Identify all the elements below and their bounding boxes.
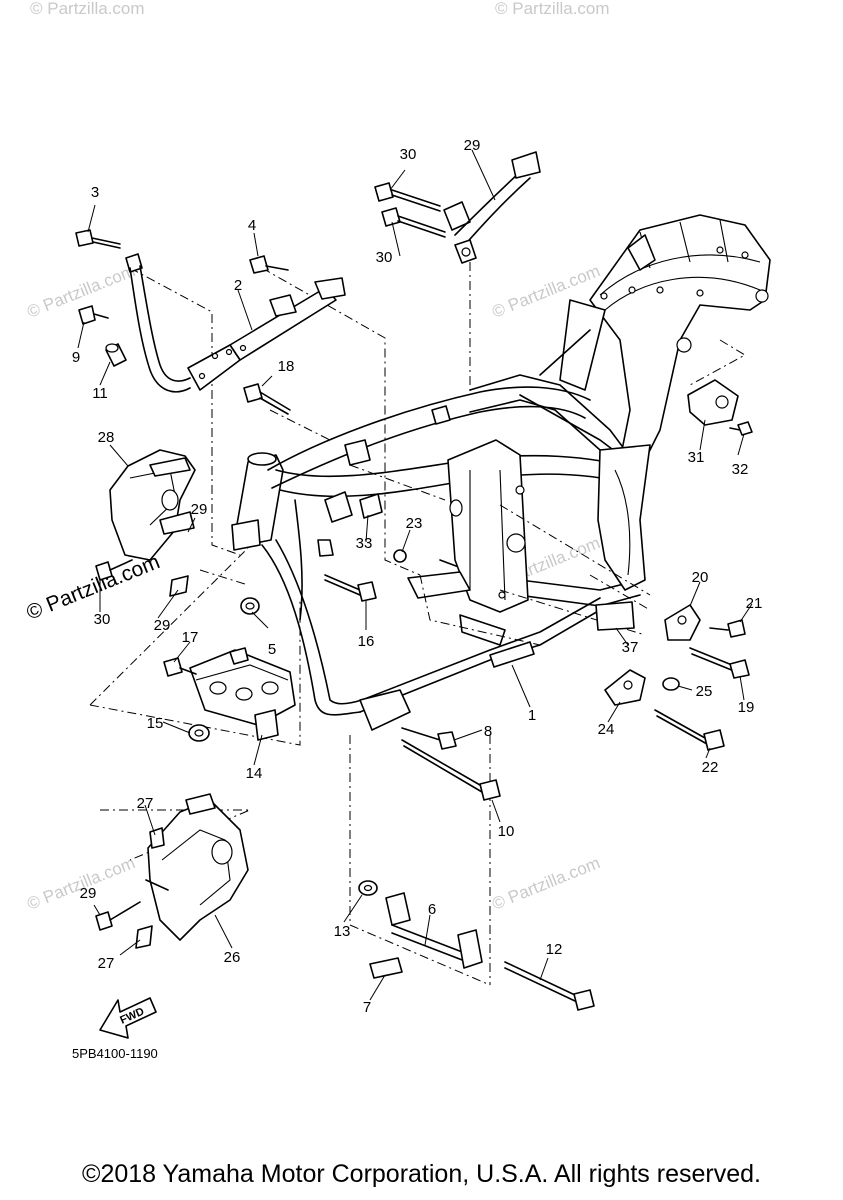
- watermark: © Partzilla.com: [24, 853, 137, 914]
- watermark: © Partzilla.com: [30, 0, 145, 18]
- lower-bolts: [401, 727, 501, 801]
- callout-14: 14: [246, 765, 263, 782]
- callout-28: 28: [98, 429, 115, 446]
- callout-27-lower: 27: [98, 955, 115, 972]
- callout-16: 16: [358, 633, 375, 650]
- lower-bracket-assembly: [358, 880, 595, 1011]
- callout-15: 15: [147, 715, 164, 732]
- callout-18: 18: [278, 358, 295, 375]
- upper-bracket-assembly: [374, 151, 541, 264]
- small-fasteners-center: [240, 493, 407, 615]
- callout-5: 5: [268, 641, 276, 658]
- callout-35: 32: [732, 461, 749, 478]
- callout-30-upper: 30: [94, 611, 111, 628]
- lower-cover-assembly: [95, 793, 249, 949]
- callout-22: 22: [702, 759, 719, 776]
- callout-20: 20: [692, 569, 709, 586]
- callout-34: 31: [688, 449, 705, 466]
- rear-mount-block: [687, 379, 753, 436]
- callout-31: 29: [464, 137, 481, 154]
- callout-9: 9: [72, 349, 80, 366]
- callout-8: 8: [484, 723, 492, 740]
- callout-4: 4: [248, 217, 256, 234]
- callout-30-lower: 29: [80, 885, 97, 902]
- callout-24: 24: [598, 721, 615, 738]
- right-brackets: [595, 601, 750, 751]
- copyright-notice: ©2018 Yamaha Motor Corporation, U.S.A. A…: [82, 1160, 761, 1188]
- watermark-layer: © Partzilla.com © Partzilla.com © Partzi…: [23, 0, 609, 914]
- watermark: © Partzilla.com: [495, 0, 610, 18]
- callout-21: 21: [746, 595, 763, 612]
- callout-3: 3: [91, 184, 99, 201]
- callout-29-upper: 29: [191, 501, 208, 518]
- callout-6: 6: [428, 901, 436, 918]
- engine-mount-bracket: [163, 647, 296, 742]
- main-frame: [231, 214, 771, 731]
- left-cover-assembly: [95, 449, 196, 597]
- callout-23: 23: [406, 515, 423, 532]
- callout-12: 12: [546, 941, 563, 958]
- callout-10: 10: [498, 823, 515, 840]
- callout-36: 33: [356, 535, 373, 552]
- callout-37: 37: [622, 639, 639, 656]
- callout-1: 1: [528, 707, 536, 724]
- callout-2: 2: [234, 277, 242, 294]
- callout-25: 25: [696, 683, 713, 700]
- callout-7: 7: [363, 999, 371, 1016]
- callout-13: 13: [334, 923, 351, 940]
- callout-27-upper: 27: [137, 795, 154, 812]
- fwd-arrow: FWD: [99, 997, 157, 1039]
- callout-33: 30: [400, 146, 417, 163]
- callout-leaders: [77, 149, 753, 1001]
- diagram-code: 5PB4100-1190: [72, 1046, 158, 1061]
- callout-29-lower: 29: [154, 617, 171, 634]
- callout-19: 19: [738, 699, 755, 716]
- bolt-18-group: [243, 383, 291, 415]
- callout-numbers: 3 4 2 9 11 18 30 29 30 31 32 28 29 29 30…: [72, 137, 763, 1016]
- watermark: © Partzilla.com: [489, 853, 602, 914]
- rider-handle-assembly: [75, 229, 346, 393]
- callout-26: 26: [224, 949, 241, 966]
- callout-17: 17: [182, 629, 199, 646]
- callout-32: 30: [376, 249, 393, 266]
- callout-11: 11: [92, 385, 108, 402]
